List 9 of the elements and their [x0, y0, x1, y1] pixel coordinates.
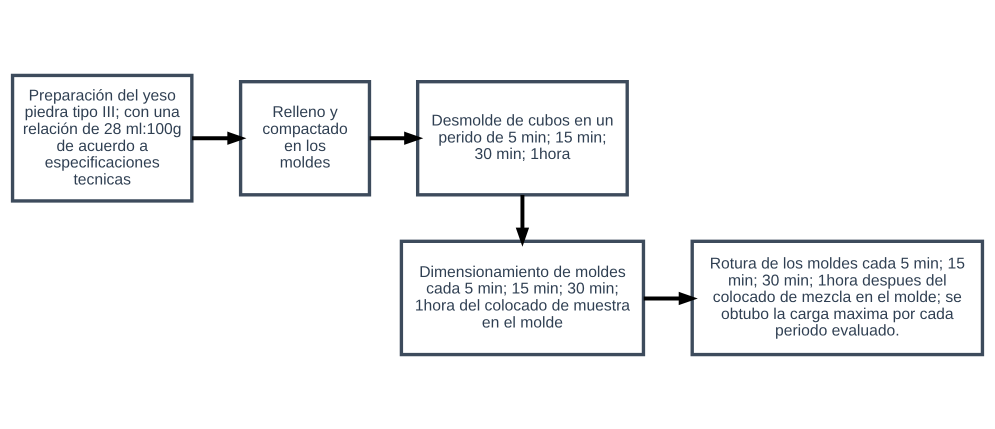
node-box: Preparación del yeso piedra tipo III; con una relación de 28 ml:100g de acuerdo a especificaciones tecnicas — [10, 73, 194, 202]
node-box: Relleno y compactado en los moldes — [238, 79, 372, 196]
arrow — [516, 194, 530, 246]
node-box: Desmolde de cubos en un perido de 5 min; 15 min; 30 min; 1hora — [416, 79, 629, 196]
arrow — [644, 291, 698, 305]
node-box: Dimensionamiento de moldes cada 5 min; 15 min; 30 min; 1hora del colocado de muestra en el molde — [400, 239, 646, 356]
arrow — [370, 131, 424, 144]
node-box: Rotura de los moldes cada 5 min; 15 min; 30 min; 1hora despues del colocado de mezcla en el molde; se obtubo la carga maxima por cada periodo evaluado. — [690, 239, 984, 356]
arrow — [192, 131, 246, 144]
